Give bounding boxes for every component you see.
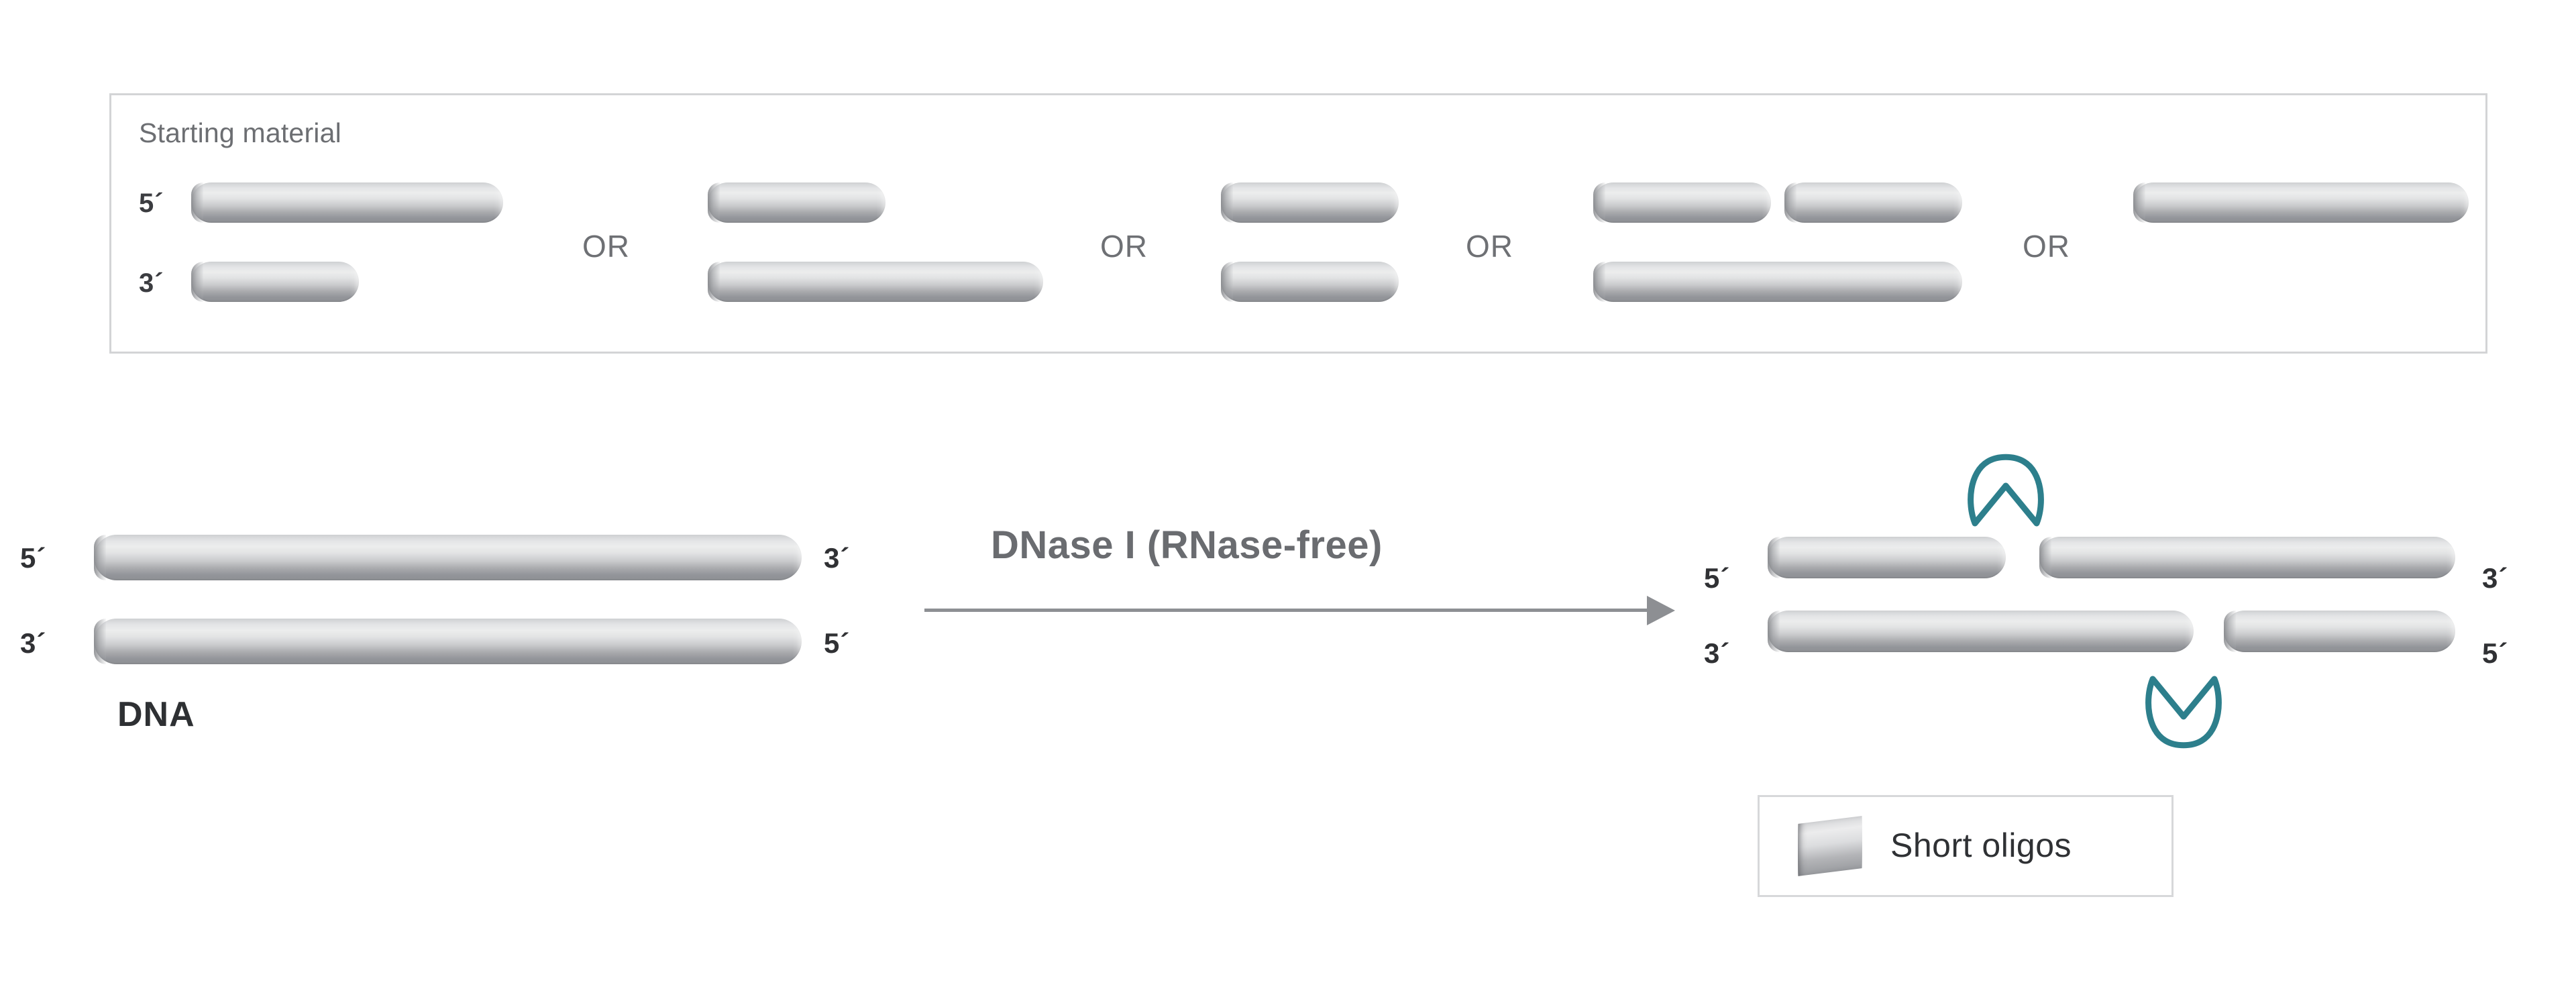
substrate-prime-bottom-left: 3´ xyxy=(20,627,47,659)
substrate-prime-top-right: 3´ xyxy=(824,542,851,574)
reaction-arrow-head-icon xyxy=(1647,596,1675,625)
product-strand-bottom-fragment xyxy=(1768,611,2194,652)
legend-label: Short oligos xyxy=(1890,827,2072,864)
starting-material-panel xyxy=(109,93,2487,354)
nick-site-top-icon xyxy=(1966,451,2046,531)
panel-prime-label-3: 3´ xyxy=(139,268,164,298)
dna-caption: DNA xyxy=(117,695,195,734)
strand-cylinder xyxy=(1221,182,1399,223)
strand-cylinder xyxy=(1784,182,1962,223)
strand-cylinder xyxy=(1593,182,1771,223)
or-separator: OR xyxy=(1100,229,1148,264)
product-strand-top-fragment xyxy=(2039,537,2455,578)
or-separator: OR xyxy=(1466,229,1513,264)
strand-cylinder xyxy=(1221,262,1399,302)
short-oligo-cylinder-icon xyxy=(1798,816,1862,876)
product-strand-bottom-fragment xyxy=(2224,611,2455,652)
strand-cylinder xyxy=(708,262,1043,302)
reaction-arrow-label: DNase I (RNase-free) xyxy=(991,523,1383,567)
starting-material-label: Starting material xyxy=(139,117,341,148)
strand-cylinder xyxy=(191,262,359,302)
strand-cylinder xyxy=(2133,182,2469,223)
substrate-prime-bottom-right: 5´ xyxy=(824,627,851,659)
strand-cylinder xyxy=(191,182,503,223)
product-prime-bottom-left: 3´ xyxy=(1704,637,1731,669)
product-prime-bottom-right: 5´ xyxy=(2482,637,2509,669)
substrate-strand-top xyxy=(94,535,802,580)
strand-cylinder xyxy=(1593,262,1962,302)
product-strand-top-fragment xyxy=(1768,537,2006,578)
substrate-strand-bottom xyxy=(94,619,802,664)
or-separator: OR xyxy=(582,229,630,264)
nick-site-bottom-icon xyxy=(2143,671,2224,751)
product-prime-top-right: 3´ xyxy=(2482,562,2509,594)
substrate-prime-top-left: 5´ xyxy=(20,542,47,574)
strand-cylinder xyxy=(708,182,885,223)
reaction-arrow-line xyxy=(924,609,1652,612)
or-separator: OR xyxy=(2023,229,2070,264)
product-prime-top-left: 5´ xyxy=(1704,562,1731,594)
panel-prime-label-5: 5´ xyxy=(139,189,164,218)
